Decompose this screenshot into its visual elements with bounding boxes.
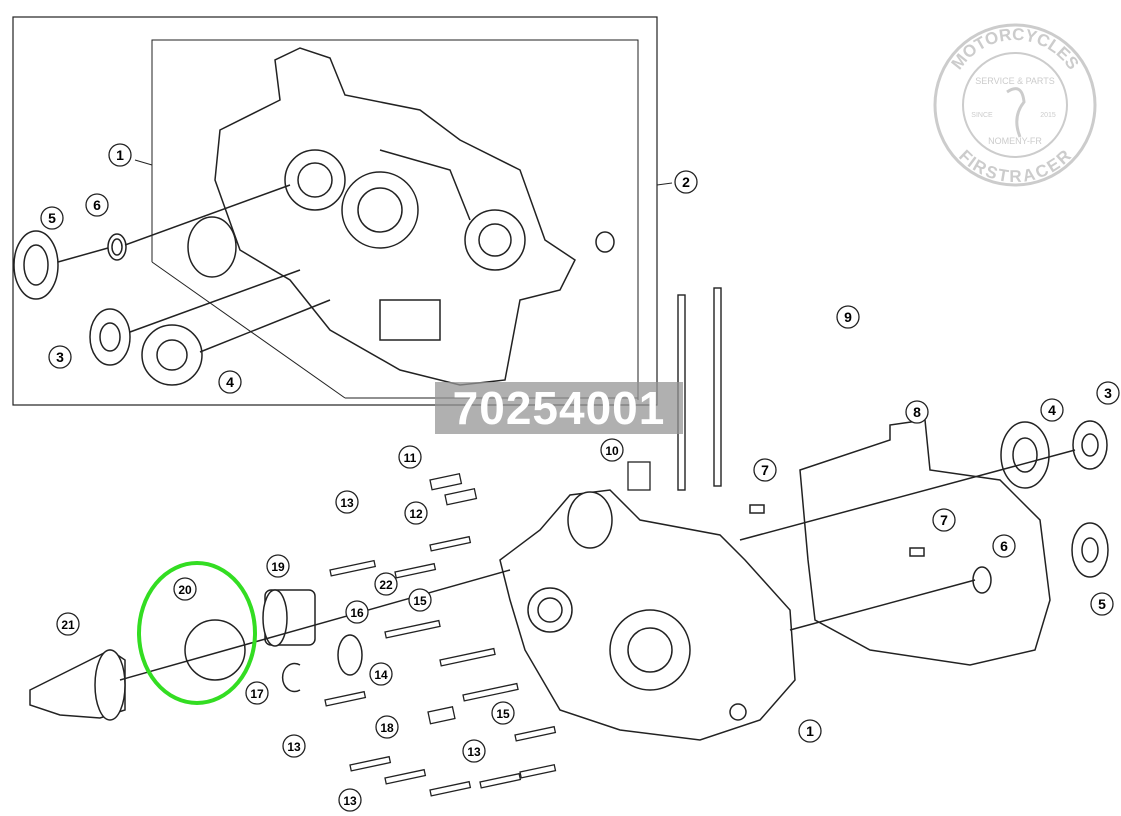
- watermark-bottom-text: FIRSTRACER: [955, 146, 1075, 186]
- callout-label-13: 13: [340, 496, 354, 510]
- callout-circle: [398, 445, 422, 469]
- callout-label-2: 2: [682, 174, 690, 190]
- part-number-banner: 70254001: [435, 382, 683, 434]
- watermark-year: 2015: [1040, 112, 1056, 119]
- callout-circle: [56, 612, 80, 636]
- callout-circle: [404, 501, 428, 525]
- callout-label-4: 4: [226, 374, 234, 390]
- callout-label-4: 4: [1048, 402, 1056, 418]
- crankcase-main: [499, 489, 796, 741]
- callout-label-11: 11: [404, 451, 417, 465]
- callout-label-6: 6: [1000, 538, 1008, 554]
- callout-circle: [600, 438, 624, 462]
- callout-label-15: 15: [496, 707, 510, 721]
- callout-label-13: 13: [287, 740, 301, 754]
- callout-circle: [491, 701, 515, 725]
- callout-circle: [374, 572, 398, 596]
- crankcase-half-inset: [214, 47, 576, 386]
- callout-circle: [798, 719, 822, 743]
- callout-circle: [836, 305, 860, 329]
- watermark-location: NOMENY-FR: [988, 136, 1042, 146]
- callout-circle: [369, 662, 393, 686]
- callout-label-1: 1: [806, 723, 814, 739]
- inset-inner-frame: [151, 39, 639, 400]
- callout-label-1: 1: [116, 147, 124, 163]
- bearings-right: [739, 420, 1109, 631]
- callout-label-13: 13: [467, 745, 481, 759]
- inset-frame: [12, 16, 658, 406]
- callout-label-13: 13: [343, 794, 357, 808]
- studs: [677, 287, 722, 491]
- bolts: [324, 461, 651, 797]
- callout-circle: [408, 588, 432, 612]
- bearings-inset: [13, 184, 615, 386]
- callout-label-7: 7: [940, 512, 948, 528]
- watermark-sub-text: SERVICE & PARTS: [975, 76, 1055, 86]
- callout-label-14: 14: [374, 668, 388, 682]
- highlight-circle-part-20: [137, 561, 257, 705]
- callout-circle: [338, 788, 362, 812]
- callout-label-20: 20: [178, 583, 192, 597]
- callout-circle: [245, 681, 269, 705]
- callout-label-17: 17: [250, 687, 264, 701]
- callout-label-9: 9: [844, 309, 852, 325]
- callout-label-7: 7: [761, 462, 769, 478]
- callout-circle: [1040, 398, 1064, 422]
- watermark-logo: MOTORCYCLES FIRSTRACER SERVICE & PARTS S…: [933, 23, 1097, 187]
- callout-circle: [375, 715, 399, 739]
- callout-label-3: 3: [56, 349, 64, 365]
- callout-circle: [992, 534, 1016, 558]
- callout-circle: [108, 143, 132, 167]
- callout-label-12: 12: [409, 507, 423, 521]
- callout-circle: [173, 577, 197, 601]
- callout-label-19: 19: [271, 560, 285, 574]
- callout-label-15: 15: [413, 594, 427, 608]
- callout-circle: [85, 193, 109, 217]
- callout-circle: [753, 458, 777, 482]
- callout-circle: [266, 554, 290, 578]
- callout-label-3: 3: [1104, 385, 1112, 401]
- callout-label-6: 6: [93, 197, 101, 213]
- callout-circle: [674, 170, 698, 194]
- callout-label-16: 16: [350, 606, 364, 620]
- callout-circle: [905, 400, 929, 424]
- callout-circle: [335, 490, 359, 514]
- cobra-icon: [1006, 87, 1026, 138]
- callout-label-10: 10: [605, 444, 619, 458]
- watermark-top-text: MOTORCYCLES: [948, 25, 1083, 73]
- watermark-since: SINCE: [971, 112, 993, 119]
- callout-circle: [218, 370, 242, 394]
- callout-circle: [462, 739, 486, 763]
- callout-label-8: 8: [913, 404, 921, 420]
- gasket: [799, 419, 1051, 666]
- callout-label-5: 5: [48, 210, 56, 226]
- callout-circle: [48, 345, 72, 369]
- callout-label-22: 22: [379, 578, 393, 592]
- callout-label-5: 5: [1098, 596, 1106, 612]
- callout-circle: [1090, 592, 1114, 616]
- callout-circle: [40, 206, 64, 230]
- callout-circle: [282, 734, 306, 758]
- oil-filter-parts: [29, 569, 511, 721]
- callout-circle: [932, 508, 956, 532]
- callout-label-21: 21: [61, 618, 75, 632]
- callout-label-18: 18: [380, 721, 394, 735]
- callout-circle: [1096, 381, 1120, 405]
- callout-circle: [345, 600, 369, 624]
